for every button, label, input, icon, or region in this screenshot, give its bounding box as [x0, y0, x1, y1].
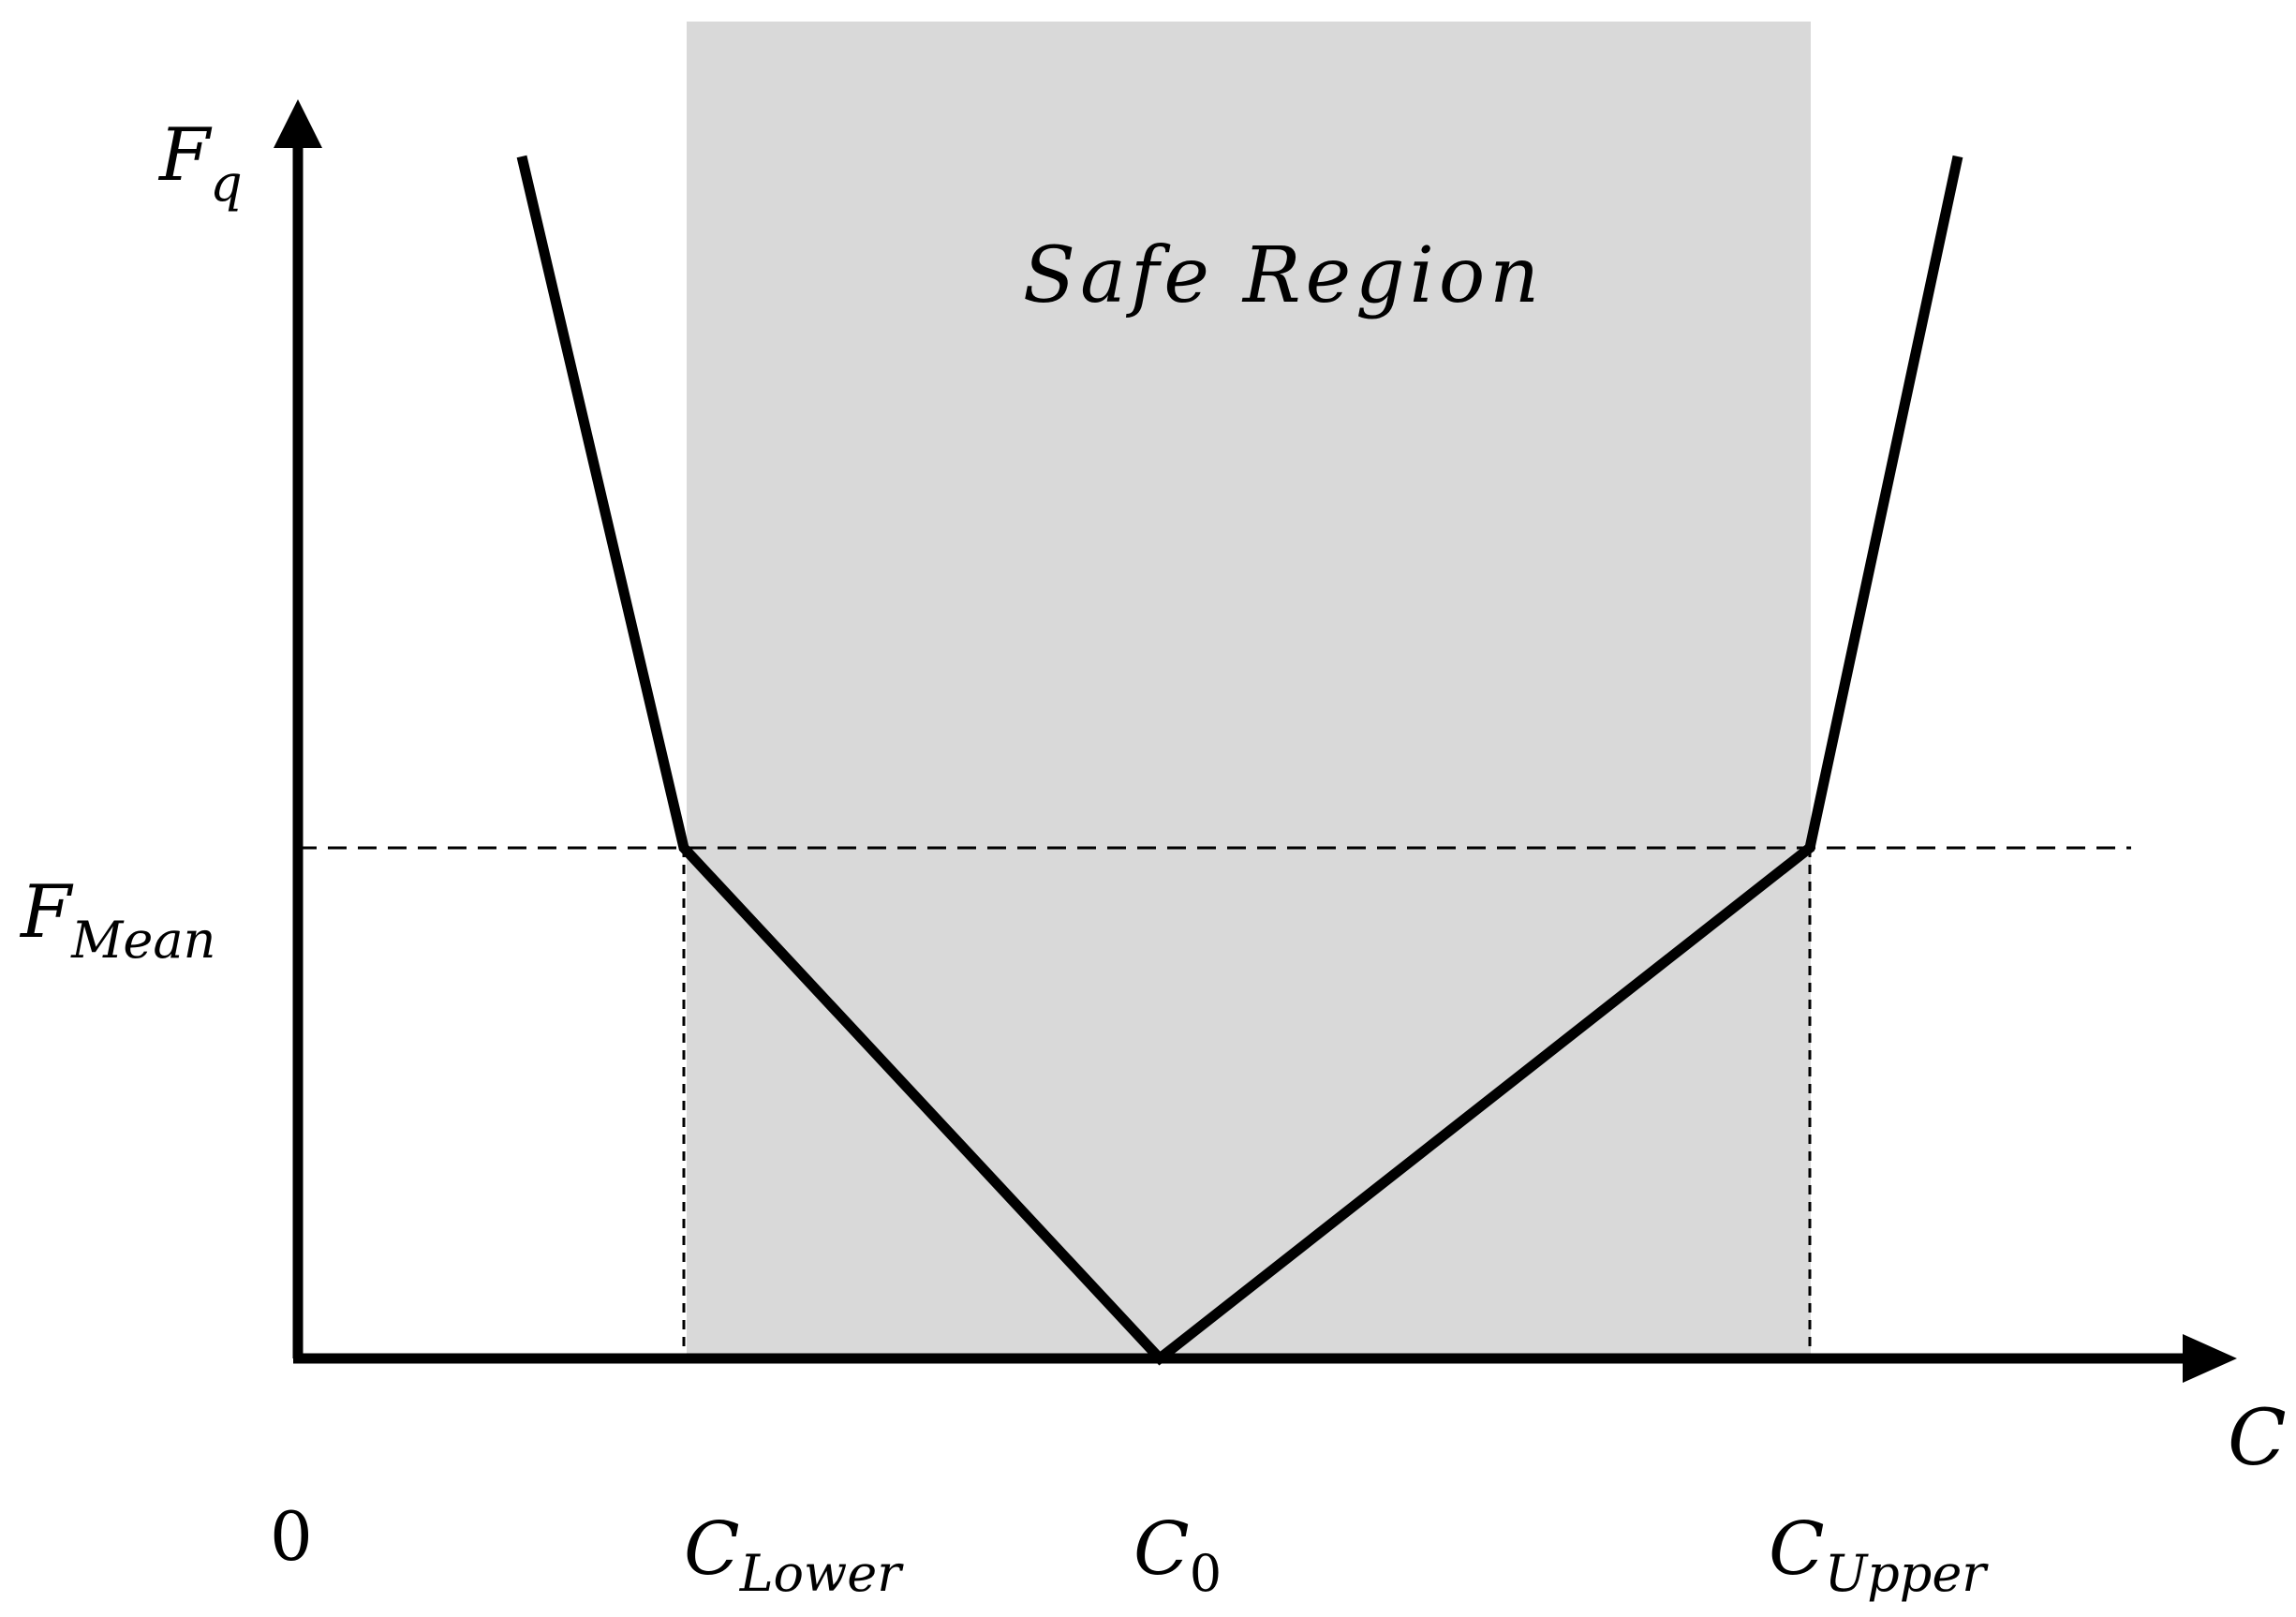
y-axis-arrowhead [274, 99, 322, 148]
origin-label: 0 [270, 1497, 313, 1576]
x-axis-arrowhead [2183, 1334, 2237, 1383]
fq-curve [516, 155, 1963, 1366]
f-mean-label: FMean [19, 870, 215, 970]
safe-region-label: Safe Region [1023, 231, 1544, 320]
c-zero-label: C0 [1133, 1507, 1222, 1603]
safe-region-band [687, 22, 1811, 1358]
x-axis-label: C [2228, 1394, 2287, 1483]
c-lower-label: CLower [684, 1507, 904, 1603]
y-axis-label: Fq [157, 113, 243, 213]
c-upper-label: CUpper [1769, 1507, 1989, 1603]
